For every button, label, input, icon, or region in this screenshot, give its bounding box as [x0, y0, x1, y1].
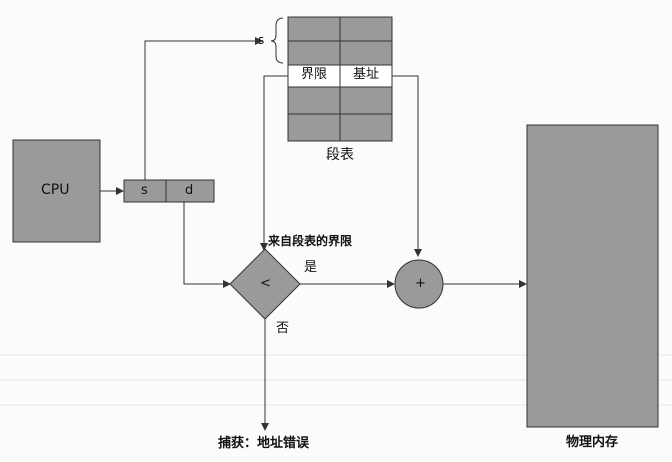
- physical-memory-label: 物理内存: [566, 435, 619, 450]
- s-brace: [270, 17, 284, 64]
- address-s-label: s: [141, 183, 148, 198]
- cpu-label: CPU: [41, 182, 70, 198]
- base-to-adder-arrow: [392, 75, 422, 257]
- no-label: 否: [276, 321, 290, 336]
- adder-symbol: +: [415, 276, 426, 291]
- s-to-table-arrow: [144, 37, 263, 180]
- compare-symbol: <: [260, 276, 271, 291]
- cpu-box: [12, 139, 101, 243]
- segment-limit-label: 界限: [289, 66, 339, 84]
- trap-label: 捕获：地址错误: [218, 436, 310, 451]
- segment-base-label: 基址: [341, 66, 391, 84]
- address-d-label: d: [185, 183, 194, 198]
- limit-from-table-label: 来自段表的界限: [268, 234, 353, 248]
- physical-memory-box: [526, 124, 659, 428]
- logical-address-d: [165, 179, 215, 203]
- d-to-compare-arrow: [183, 202, 231, 288]
- limit-to-compare-arrow: [260, 75, 288, 251]
- yes-label: 是: [304, 260, 318, 275]
- s-brace-label: s: [258, 33, 265, 47]
- segment-table-label: 段表: [326, 147, 354, 163]
